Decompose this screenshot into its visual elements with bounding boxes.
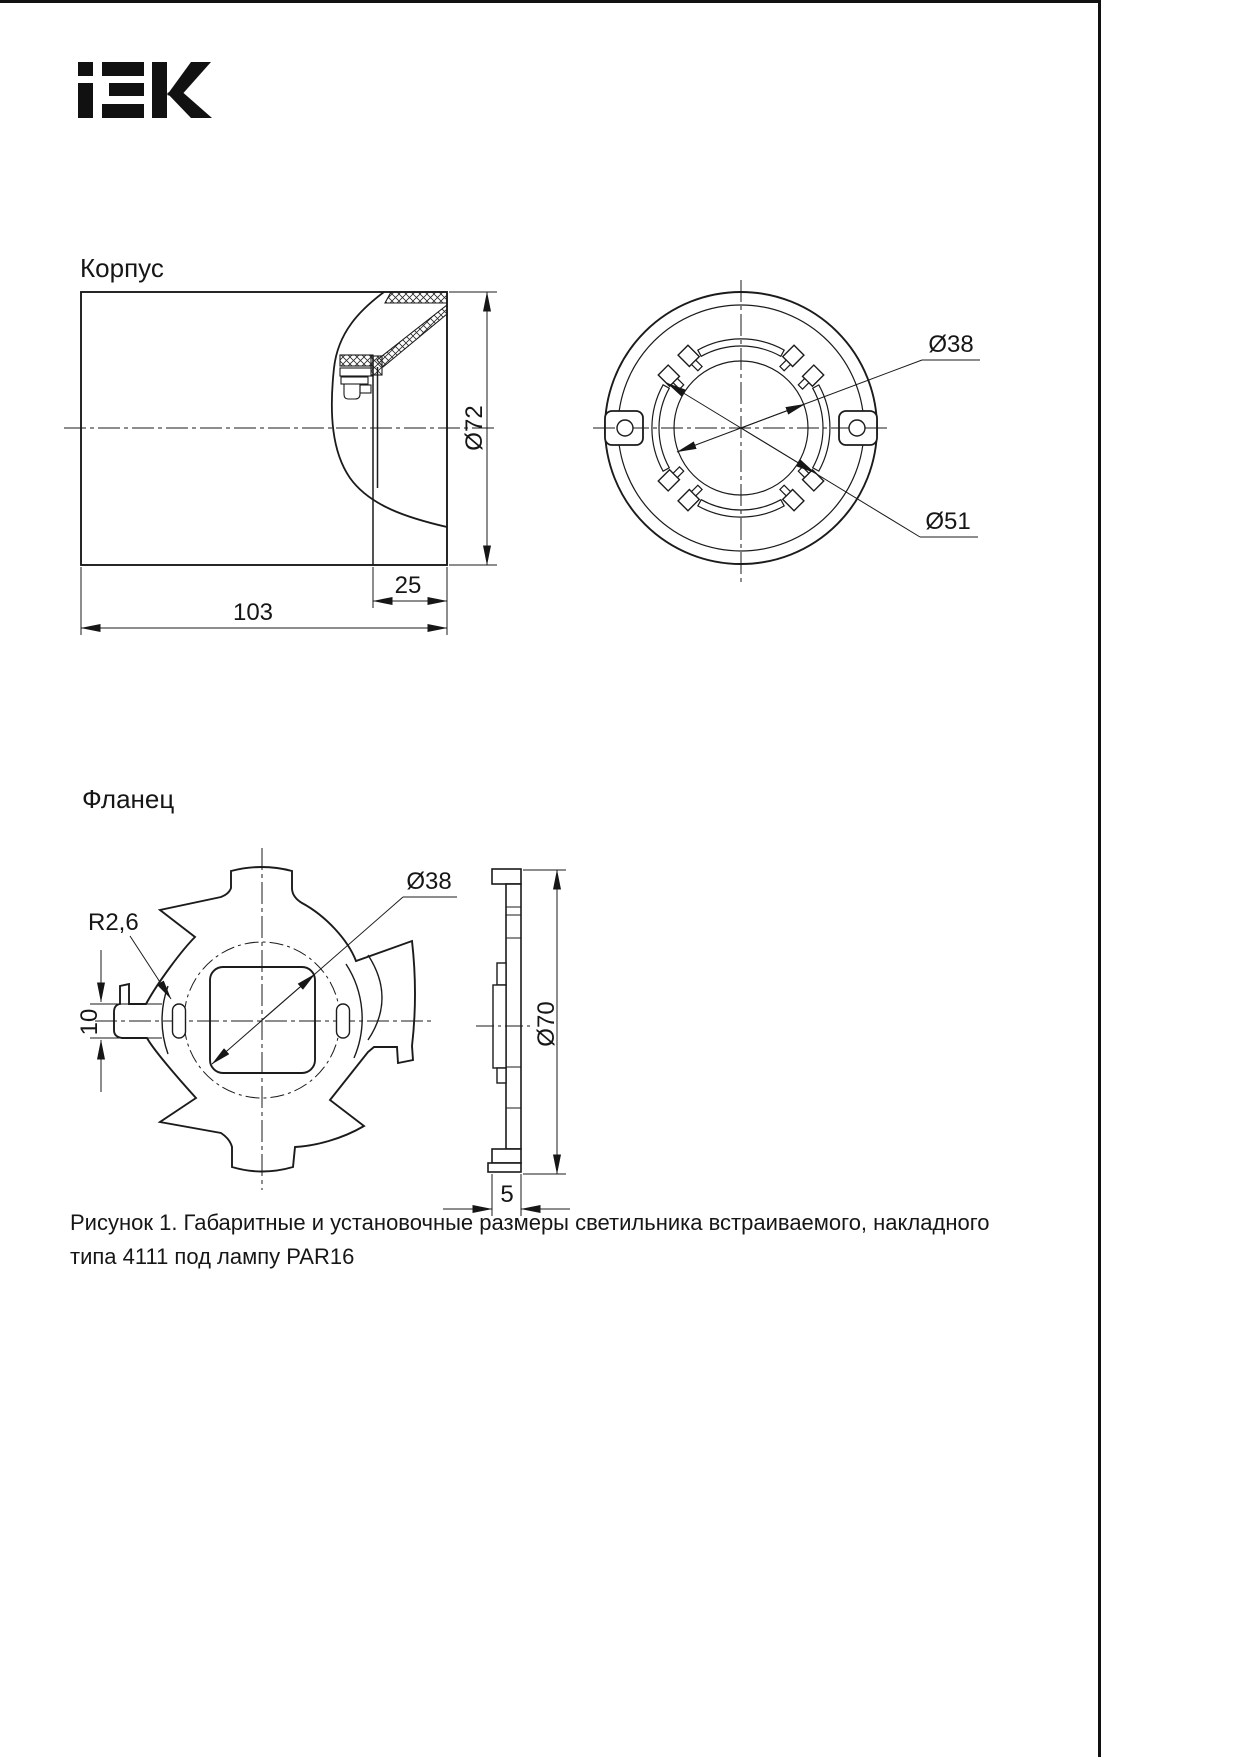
korpus-dim-103: 103 — [80, 567, 448, 635]
korpus-ear-hole-left — [616, 419, 634, 437]
flanec-dim-d70: Ø70 — [523, 869, 566, 1175]
flanec-slot-left — [171, 1003, 187, 1039]
flanec-dim-5: 5 — [443, 1174, 570, 1216]
flanec-front-view: Фланец Ø38 R2,6 — [76, 784, 457, 1190]
flanec-dim-d38: Ø38 — [211, 868, 457, 1065]
flanec-side-lug-bottom — [496, 1067, 507, 1084]
korpus-side-view: Корпус Ø72 — [64, 253, 497, 635]
flanec-dim-r26-label: R2,6 — [88, 909, 139, 936]
korpus-dim-25-label: 25 — [395, 572, 422, 599]
flanec-dim-10-label: 10 — [76, 1009, 103, 1036]
korpus-dim-d51: Ø51 — [666, 382, 978, 538]
korpus-dim-d51-label: Ø51 — [925, 508, 970, 535]
flanec-body-arc-right — [345, 963, 363, 1059]
flanec-side-bottom-cap — [491, 1148, 522, 1164]
figure-caption: Рисунок 1. Габаритные и установочные раз… — [70, 1210, 989, 1269]
flanec-side-steps — [506, 906, 521, 1109]
flanec-dim-5-label: 5 — [500, 1181, 513, 1208]
korpus-dim-25: 25 — [372, 567, 448, 635]
flanec-body-arc-left — [161, 985, 169, 1055]
korpus-section-detail — [330, 291, 448, 565]
korpus-title: Корпус — [80, 253, 164, 283]
flanec-dim-d38-label: Ø38 — [406, 868, 451, 895]
flanec-dim-10: 10 — [76, 950, 162, 1092]
figure-caption-line2: типа 4111 под лампу PAR16 — [70, 1244, 354, 1269]
korpus-dim-d38-label: Ø38 — [928, 331, 973, 358]
flanec-outline — [113, 866, 416, 1173]
korpus-dim-103-label: 103 — [233, 599, 273, 626]
flanec-side-bar — [505, 883, 522, 1150]
flanec-slot-right — [335, 1003, 351, 1039]
iek-logo-icon — [78, 62, 212, 118]
page-border — [0, 0, 1101, 1757]
flanec-side-base — [487, 1162, 522, 1173]
korpus-ear-hole-right — [848, 419, 866, 437]
flanec-side-view: Ø70 5 — [443, 868, 570, 1216]
figure-caption-line1: Рисунок 1. Габаритные и установочные раз… — [70, 1210, 989, 1235]
flanec-side-top-cap — [491, 868, 522, 885]
flanec-title: Фланец — [82, 784, 174, 814]
korpus-dim-d72-label: Ø72 — [461, 405, 488, 450]
korpus-front-view: Ø38 Ø51 — [593, 280, 980, 586]
korpus-dim-d72: Ø72 — [449, 291, 497, 566]
flanec-dim-d70-label: Ø70 — [533, 1001, 560, 1046]
flanec-right-arm-cut — [367, 954, 383, 1041]
korpus-dim-d38: Ø38 — [676, 331, 980, 453]
flanec-dim-r26: R2,6 — [88, 909, 172, 1000]
flanec-side-lug-top — [496, 962, 507, 986]
